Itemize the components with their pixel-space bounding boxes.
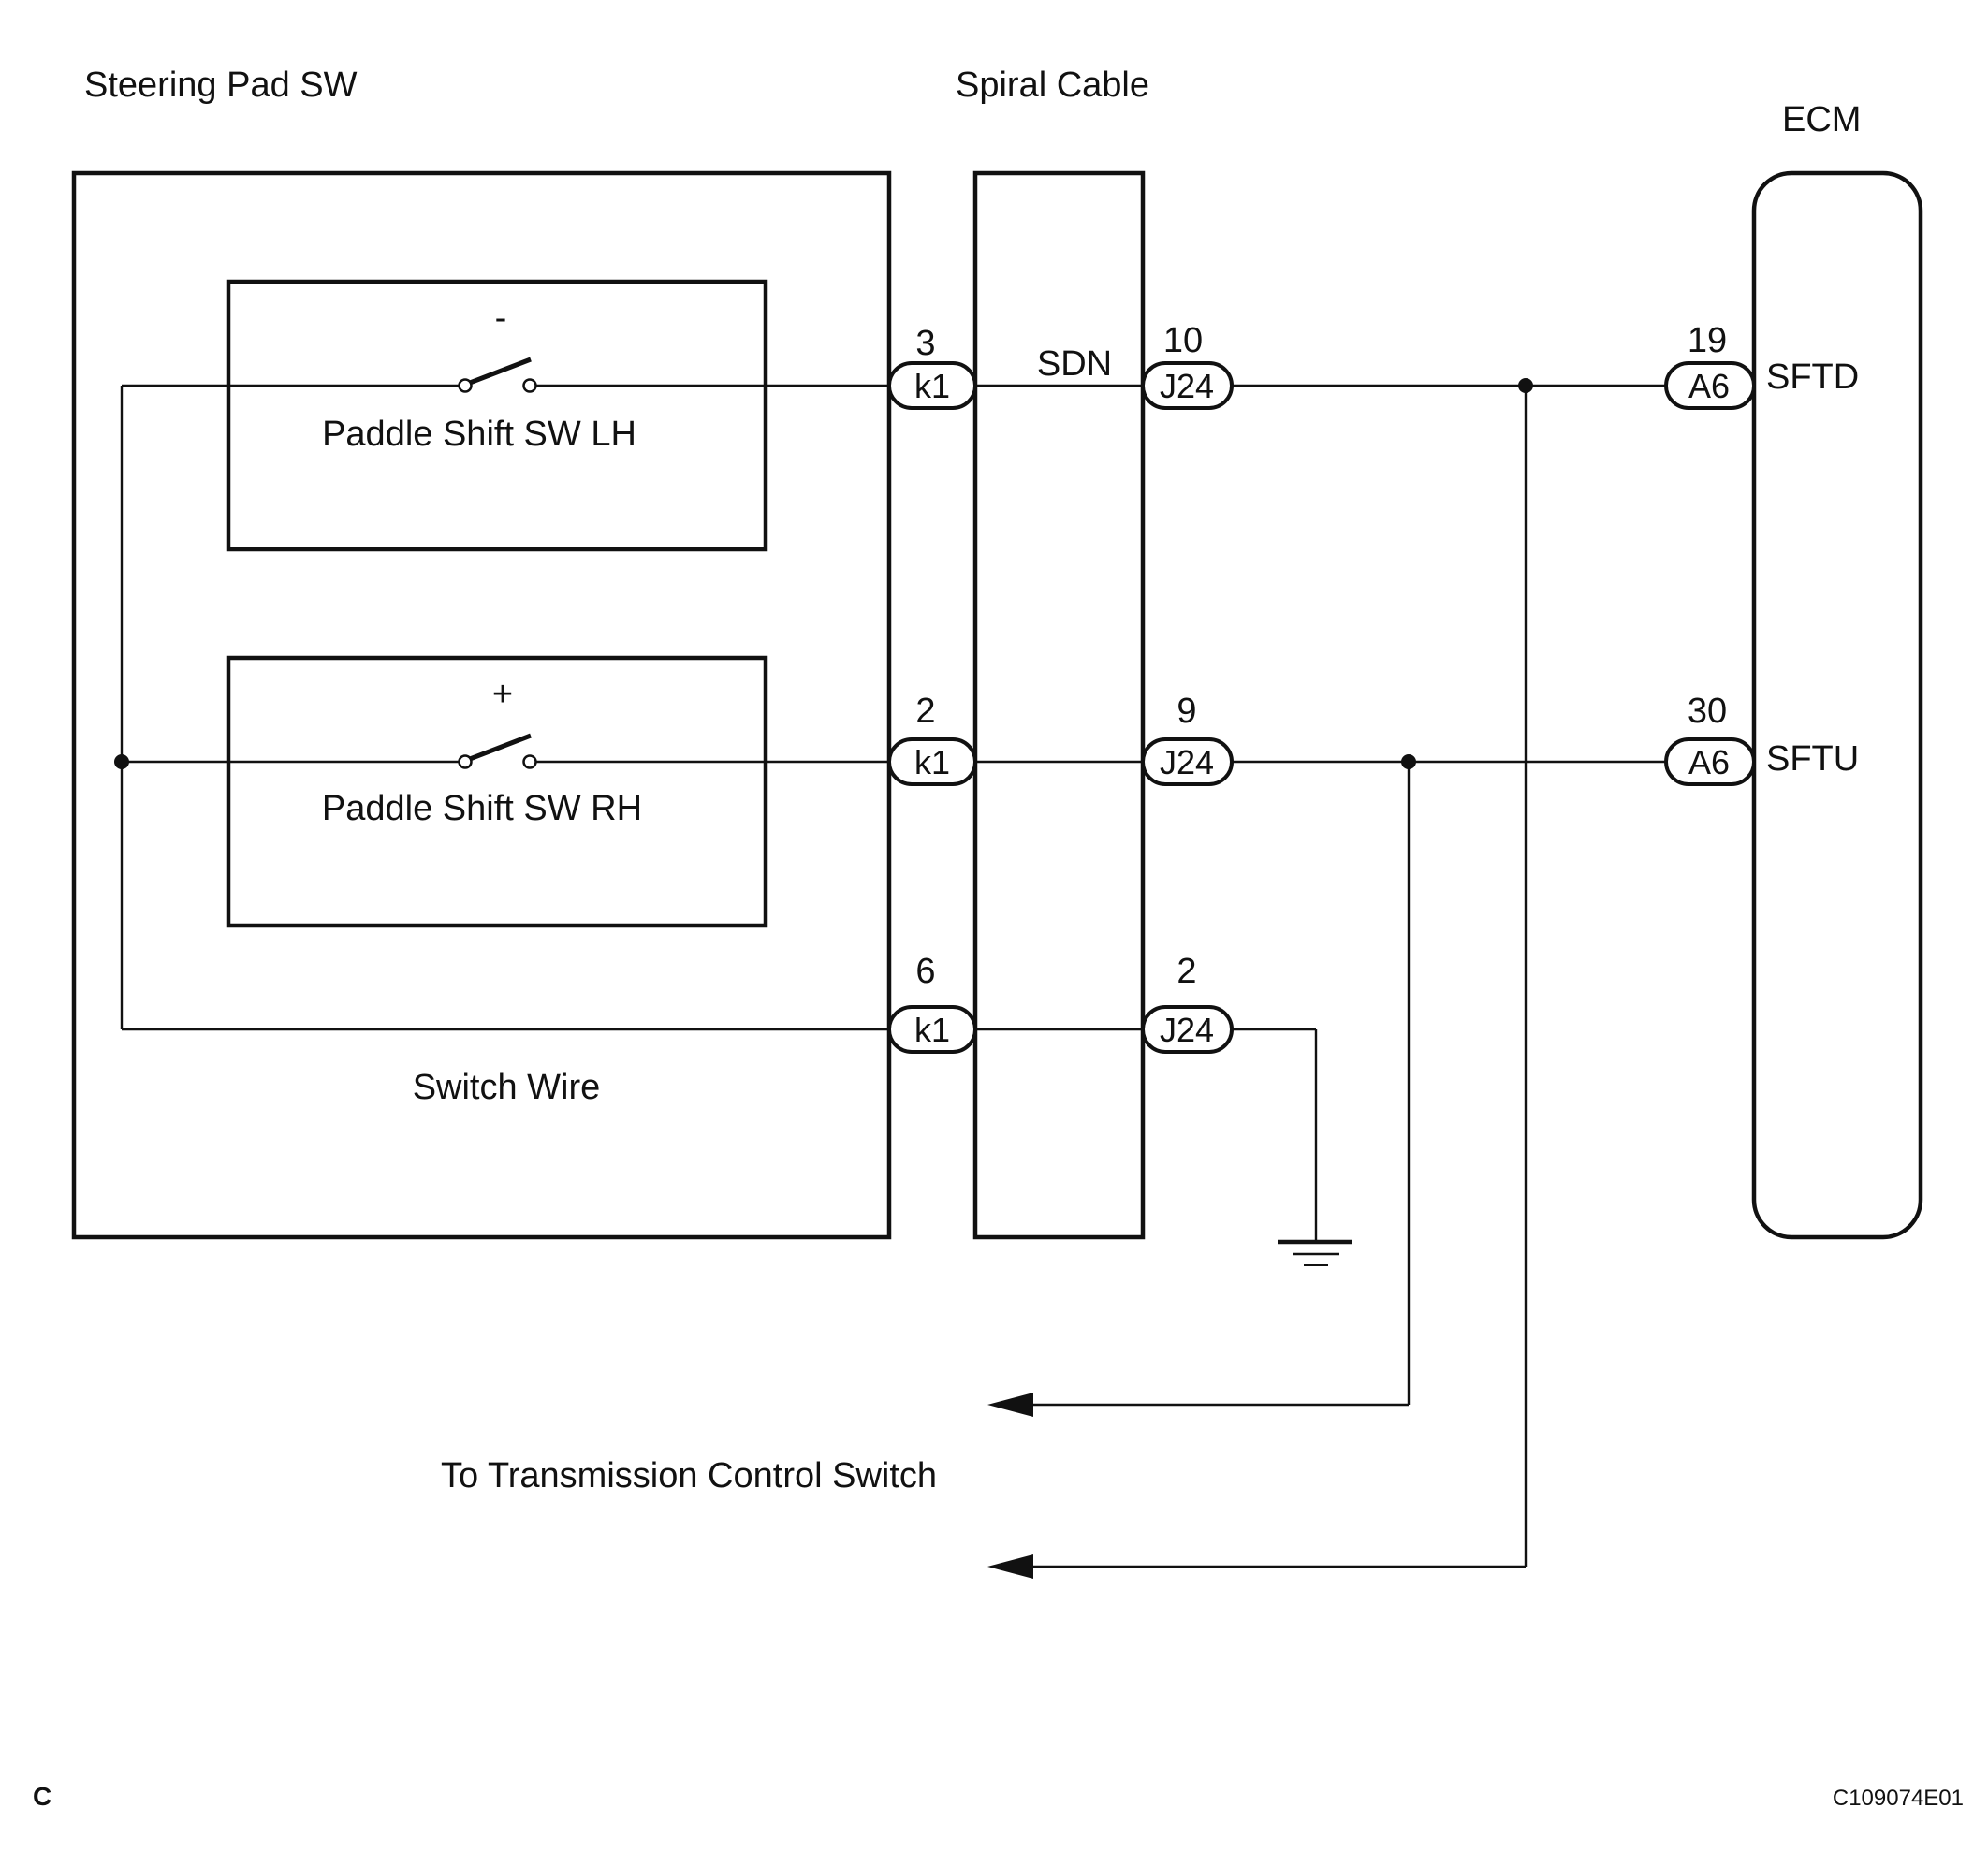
sdn-label: SDN bbox=[1037, 344, 1112, 384]
pin-number: 10 bbox=[1163, 321, 1203, 360]
pin-number: 2 bbox=[915, 692, 935, 731]
splice-dot-common bbox=[114, 754, 129, 769]
pin-number: 2 bbox=[1177, 952, 1196, 991]
connector-a6-pin19: A6 19 bbox=[1664, 321, 1756, 410]
pin-number: 6 bbox=[915, 952, 935, 991]
paddle-shift-sw-lh-box bbox=[226, 279, 768, 552]
ground-icon bbox=[1278, 1239, 1352, 1266]
switch-rh-symbol bbox=[458, 733, 537, 769]
connector-code: J24 bbox=[1160, 367, 1214, 405]
arrow-to-tcs-lower bbox=[987, 1554, 1033, 1579]
pin-number: 19 bbox=[1688, 321, 1727, 360]
paddle-shift-sw-lh-label: Paddle Shift SW LH bbox=[322, 415, 636, 454]
pin-number: 9 bbox=[1177, 692, 1196, 731]
spiral-cable-title: Spiral Cable bbox=[956, 66, 1149, 105]
switch-lh-symbol bbox=[458, 357, 537, 393]
steering-pad-sw-box bbox=[71, 170, 892, 1240]
connector-k1-pin6: k1 6 bbox=[887, 952, 977, 1054]
connector-k1-pin3: k1 3 bbox=[887, 324, 977, 410]
pin-number: 30 bbox=[1688, 692, 1727, 731]
splice-dot-sftd bbox=[1518, 378, 1533, 393]
steering-pad-sw-title: Steering Pad SW bbox=[84, 66, 358, 105]
connector-code: k1 bbox=[914, 743, 950, 781]
connector-code: A6 bbox=[1688, 743, 1730, 781]
connector-code: k1 bbox=[914, 1011, 950, 1049]
figure-id: C109074E01 bbox=[1833, 1786, 1964, 1811]
connector-code: k1 bbox=[914, 367, 950, 405]
spiral-cable-box bbox=[972, 170, 1146, 1240]
connector-j24-pin2: J24 2 bbox=[1141, 952, 1234, 1054]
ecm-terminal-sftu: SFTU bbox=[1766, 739, 1859, 779]
paddle-shift-sw-rh-box bbox=[226, 655, 768, 928]
ecm-terminal-sftd: SFTD bbox=[1766, 357, 1859, 397]
connector-code: J24 bbox=[1160, 743, 1214, 781]
connector-j24-pin10: J24 10 bbox=[1141, 321, 1234, 410]
connector-k1-pin2: k1 2 bbox=[887, 692, 977, 786]
arrow-to-tcs-upper bbox=[987, 1393, 1033, 1417]
splice-dot-sftu bbox=[1401, 754, 1416, 769]
to-transmission-control-switch-label: To Transmission Control Switch bbox=[441, 1456, 937, 1495]
connector-code: A6 bbox=[1688, 367, 1730, 405]
ecm-box bbox=[1751, 170, 1923, 1240]
paddle-shift-sw-rh-sign: + bbox=[492, 675, 513, 714]
paddle-shift-sw-rh-label: Paddle Shift SW RH bbox=[322, 789, 642, 828]
corner-letter: C bbox=[33, 1782, 51, 1811]
wires bbox=[120, 384, 1666, 1568]
paddle-shift-sw-lh-sign: - bbox=[495, 299, 507, 338]
connector-code: J24 bbox=[1160, 1011, 1214, 1049]
connector-j24-pin9: J24 9 bbox=[1141, 692, 1234, 786]
switch-wire-label: Switch Wire bbox=[413, 1068, 601, 1107]
pin-number: 3 bbox=[915, 324, 935, 363]
ecm-title: ECM bbox=[1782, 100, 1861, 139]
connector-a6-pin30: A6 30 bbox=[1664, 692, 1756, 786]
